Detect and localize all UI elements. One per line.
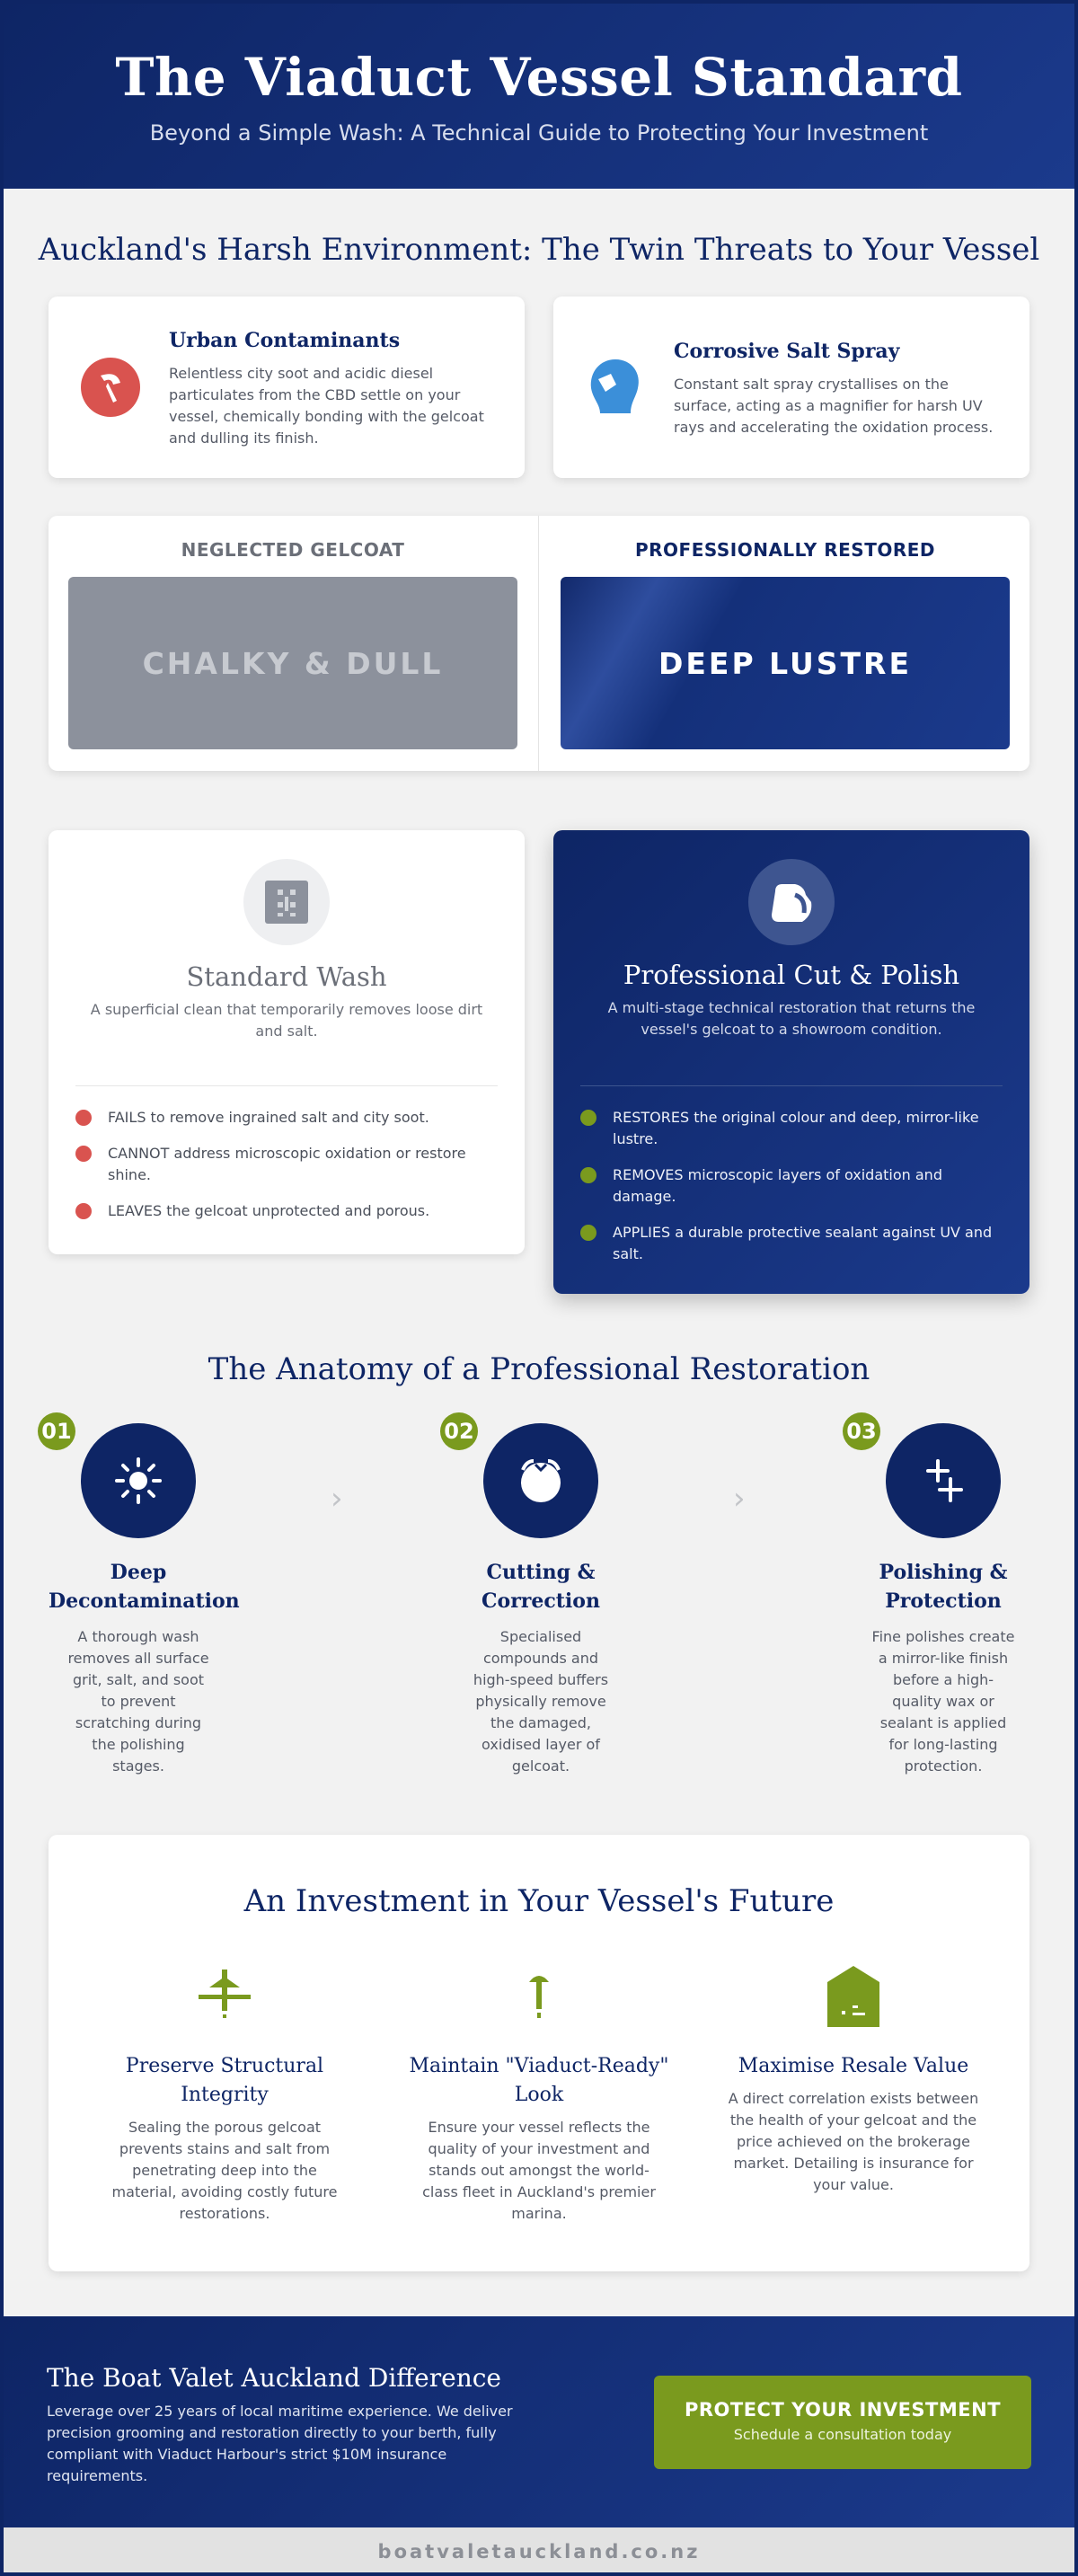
wash-desc: A superficial clean that temporarily rem…	[90, 1001, 483, 1040]
step-title: Cutting & Correction	[482, 1561, 600, 1613]
check-icon	[580, 1110, 596, 1126]
wash-point: FAILS to remove ingrained salt and city …	[75, 1107, 498, 1129]
investment-item-integrity: Preserve Structural Integrity Sealing th…	[90, 1961, 359, 2225]
step-text: Specialised compounds and high-speed buf…	[473, 1628, 609, 1775]
step-circle	[483, 1423, 598, 1538]
polish-desc: A multi-stage technical restoration that…	[607, 999, 976, 1038]
professional-polish-card: Professional Cut & Polish A multi-stage …	[553, 830, 1029, 1294]
check-icon	[580, 1225, 596, 1241]
value-tag-icon	[827, 1966, 879, 2027]
investment-title: Maximise Resale Value	[738, 2055, 969, 2077]
fail-x-icon	[75, 1110, 92, 1126]
anatomy-heading: The Anatomy of a Professional Restoratio…	[208, 1351, 870, 1387]
step-number: 02	[440, 1412, 478, 1450]
standard-wash-card: Standard Wash A superficial clean that t…	[49, 830, 525, 1254]
threat-card-urban: Urban Contaminants Relentless city soot …	[49, 297, 525, 478]
comparison-divider	[538, 516, 539, 771]
threats-heading: Auckland's Harsh Environment: The Twin T…	[38, 232, 1040, 268]
cta-sub-label: Schedule a consultation today	[733, 2426, 952, 2443]
anchor-icon	[529, 1976, 549, 2018]
website-link[interactable]: boatvaletauckland.co.nz	[4, 2527, 1074, 2572]
step-number: 01	[38, 1412, 75, 1450]
step-number: 03	[843, 1412, 880, 1450]
restoration-step-1: 01 Deep Decontamination A thorough wash …	[38, 1412, 240, 1775]
chevron-right-icon: ›	[733, 1481, 746, 1517]
wash-point: CANNOT address microscopic oxidation or …	[75, 1143, 498, 1186]
investment-title: Preserve Structural Integrity	[125, 2055, 324, 2106]
restoration-step-2: 02 Cutting & Correction Specialised comp…	[440, 1412, 631, 1793]
threat-text: Relentless city soot and acidic diesel p…	[169, 365, 484, 447]
step-circle	[81, 1423, 196, 1538]
after-text: DEEP LUSTRE	[658, 645, 913, 681]
fail-x-icon	[75, 1203, 92, 1219]
threat-title: Corrosive Salt Spray	[674, 340, 900, 363]
investment-panel: An Investment in Your Vessel's Future Pr…	[49, 1835, 1029, 2271]
chevron-right-icon: ›	[331, 1481, 343, 1517]
page-subtitle: Beyond a Simple Wash: A Technical Guide …	[149, 120, 929, 146]
footer-text: Leverage over 25 years of local maritime…	[47, 2403, 513, 2484]
investment-item-look: Maintain "Viaduct-Ready" Look Ensure you…	[404, 1961, 674, 2225]
polish-point: REMOVES microscopic layers of oxidation …	[580, 1164, 1003, 1208]
before-label: NEGLECTED GELCOAT	[181, 539, 405, 561]
page-title: The Viaduct Vessel Standard	[115, 47, 963, 108]
step-title: Deep Decontamination	[49, 1561, 240, 1613]
step-text: A thorough wash removes all surface grit…	[67, 1628, 209, 1775]
cta-main-label: PROTECT YOUR INVESTMENT	[684, 2399, 1002, 2421]
smog-icon	[81, 358, 140, 417]
wash-point: LEAVES the gelcoat unprotected and porou…	[75, 1200, 498, 1222]
protect-investment-button[interactable]: PROTECT YOUR INVESTMENT Schedule a consu…	[654, 2376, 1031, 2469]
restoration-step-3: 03 Polishing & Protection Fine polishes …	[843, 1412, 1033, 1775]
polish-point: APPLIES a durable protective sealant aga…	[580, 1222, 1003, 1265]
investment-text: A direct correlation exists between the …	[728, 2090, 979, 2193]
sparkle-icon	[926, 1459, 963, 1502]
threat-title: Urban Contaminants	[169, 329, 401, 352]
step-circle	[886, 1423, 1001, 1538]
investment-heading: An Investment in Your Vessel's Future	[243, 1883, 835, 1919]
neglected-swatch: CHALKY & DULL	[68, 577, 517, 749]
step-text: Fine polishes create a mirror-like finis…	[871, 1628, 1015, 1775]
buffer-icon	[521, 1459, 561, 1502]
restored-swatch: DEEP LUSTRE	[561, 577, 1010, 749]
fail-x-icon	[75, 1146, 92, 1162]
gem-icon	[748, 859, 835, 945]
threat-card-salt: Corrosive Salt Spray Constant salt spray…	[553, 297, 1029, 478]
before-text: CHALKY & DULL	[142, 645, 444, 681]
shield-structure-icon	[199, 1970, 251, 2018]
hero-header: The Viaduct Vessel Standard Beyond a Sim…	[4, 4, 1074, 189]
investment-text: Ensure your vessel reflects the quality …	[422, 2119, 656, 2222]
investment-text: Sealing the porous gelcoat prevents stai…	[111, 2119, 338, 2222]
footer-title: The Boat Valet Auckland Difference	[47, 2363, 501, 2393]
polish-divider	[580, 1085, 1003, 1086]
footer-band: The Boat Valet Auckland Difference Lever…	[4, 2316, 1074, 2527]
gelcoat-comparison: NEGLECTED GELCOAT CHALKY & DULL PROFESSI…	[49, 516, 1029, 771]
investment-item-resale: Maximise Resale Value A direct correlati…	[719, 1961, 988, 2196]
check-icon	[580, 1167, 596, 1183]
sun-icon	[115, 1457, 162, 1504]
wash-divider	[75, 1085, 498, 1086]
wash-title: Standard Wash	[186, 961, 387, 992]
threat-text: Constant salt spray crystallises on the …	[674, 376, 994, 436]
after-label: PROFESSIONALLY RESTORED	[634, 539, 936, 561]
spray-bottle-icon	[243, 859, 330, 945]
polish-title: Professional Cut & Polish	[623, 960, 960, 990]
investment-title: Maintain "Viaduct-Ready" Look	[409, 2055, 669, 2106]
step-title: Polishing & Protection	[879, 1561, 1008, 1613]
polish-point: RESTORES the original colour and deep, m…	[580, 1107, 1003, 1150]
wave-icon	[590, 359, 639, 413]
